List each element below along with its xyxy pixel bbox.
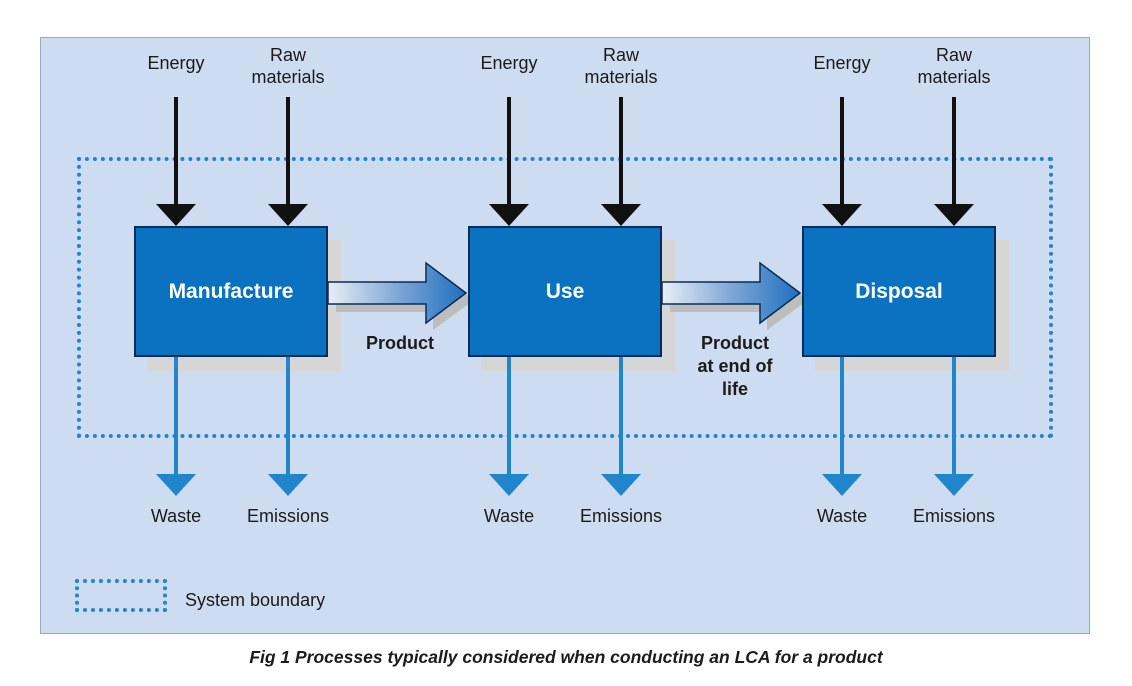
end-of-life-flow-label: Product at end of life xyxy=(670,332,800,401)
emissions-label-3: Emissions xyxy=(912,506,996,526)
energy-label-1: Energy xyxy=(147,53,205,73)
raw-line: Raw xyxy=(935,45,972,65)
system-boundary xyxy=(77,157,1053,438)
product-flow-label: Product xyxy=(365,333,434,353)
raw-materials-label-1: Raw materials xyxy=(228,44,348,88)
waste-label-3: Waste xyxy=(816,506,868,526)
emissions-label-1: Emissions xyxy=(246,506,330,526)
legend-boundary-swatch xyxy=(75,579,167,612)
end-of-life-flow-arrow xyxy=(661,261,802,325)
use-box: Use xyxy=(468,226,662,357)
figure-caption: Fig 1 Processes typically considered whe… xyxy=(249,647,883,667)
raw-line: Raw xyxy=(269,45,306,65)
use-label: Use xyxy=(545,279,585,303)
disposal-label: Disposal xyxy=(855,279,943,303)
end-of-life-line-2: at end of xyxy=(697,356,773,376)
manufacture-box: Manufacture xyxy=(134,226,328,357)
materials-line: materials xyxy=(584,67,658,87)
product-flow-arrow xyxy=(327,261,468,325)
end-of-life-line-3: life xyxy=(721,379,748,399)
energy-label-3: Energy xyxy=(813,53,871,73)
output-arrows xyxy=(156,357,974,496)
materials-line: materials xyxy=(917,67,991,87)
raw-materials-label-2: Raw materials xyxy=(561,44,681,88)
waste-label-1: Waste xyxy=(150,506,202,526)
raw-line: Raw xyxy=(602,45,639,65)
energy-label-2: Energy xyxy=(480,53,538,73)
disposal-box: Disposal xyxy=(802,226,996,357)
waste-label-2: Waste xyxy=(483,506,535,526)
raw-materials-label-3: Raw materials xyxy=(894,44,1014,88)
materials-line: materials xyxy=(251,67,325,87)
end-of-life-line-1: Product xyxy=(700,333,769,353)
emissions-label-2: Emissions xyxy=(579,506,663,526)
legend-label: System boundary xyxy=(185,590,326,610)
manufacture-label: Manufacture xyxy=(168,279,294,303)
input-arrows xyxy=(156,97,974,226)
